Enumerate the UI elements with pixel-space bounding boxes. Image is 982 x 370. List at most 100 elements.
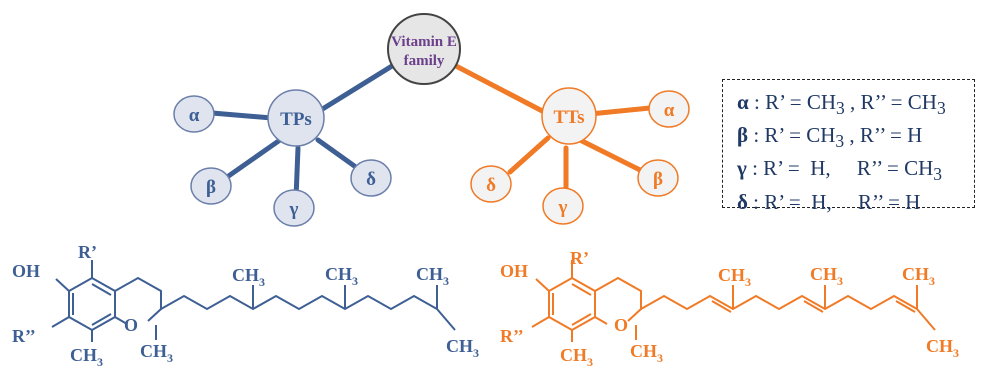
tt-sub-e: 3 (929, 274, 935, 288)
tp-ch-label-e: CH (416, 264, 443, 284)
tocotrienol-labels: OH R’ R’’ O CH3 CH3 CH3 CH3 CH3 CH3 (500, 248, 959, 369)
legend-greek-beta: β (737, 123, 749, 148)
tt-ch-label-d: CH (810, 264, 837, 284)
tp-child-gamma: γ (273, 189, 315, 227)
tt-sub-c: 3 (745, 275, 751, 289)
tp-child-delta: δ (350, 159, 392, 197)
tp-sub-a: 3 (97, 355, 103, 369)
legend-row-delta: δ : R’ = H, R’’ = H (737, 189, 974, 216)
tt-ch-label-a: CH (560, 345, 587, 365)
tp-chromane-ring (114, 276, 162, 322)
svg-text:CH3: CH3 (232, 265, 265, 289)
tt-child-beta-label: β (653, 169, 663, 190)
tp-ch-label-c: CH (232, 265, 259, 285)
svg-text:CH3: CH3 (926, 336, 959, 360)
tt-child-alpha: α (648, 90, 690, 128)
svg-text:CH3: CH3 (325, 264, 358, 288)
legend-row-beta: β : R’ = CH3 , R’’ = H (737, 122, 974, 155)
legend-text-beta-a: : R’ = CH (748, 123, 836, 148)
edge-tp-alpha (209, 110, 275, 121)
tt-child-alpha-label: α (664, 100, 675, 121)
tocopherol-structure (51, 260, 456, 342)
tp-sub-c: 3 (259, 275, 265, 289)
tt-ch-label-b: CH (630, 341, 657, 361)
svg-text:CH3: CH3 (630, 341, 663, 365)
tt-child-gamma: γ (542, 187, 584, 225)
tt-edges (453, 63, 653, 195)
tt-o-label: O (614, 315, 628, 335)
root-node: Vitamin E family (387, 13, 461, 85)
tt-oh-label: OH (500, 261, 528, 281)
tp-tail (160, 294, 438, 311)
tp-ch-label-b: CH (140, 341, 167, 361)
legend-text-delta-a: : R’ = H, R’’ = H (747, 189, 921, 214)
tp-ch-label-f: CH (446, 336, 473, 356)
tp-node: TPs (267, 89, 325, 147)
tp-sub-b: 3 (167, 351, 173, 365)
svg-text:CH3: CH3 (70, 345, 103, 369)
tt-sub-a: 3 (587, 355, 593, 369)
tp-child-alpha: α (173, 95, 215, 133)
tp-sub-f: 3 (473, 346, 479, 360)
edge-tt-delta (507, 135, 551, 175)
tp-r2-label: R’’ (12, 326, 36, 346)
svg-text:CH3: CH3 (718, 265, 751, 289)
tp-ch-label-d: CH (325, 264, 352, 284)
tt-node: TTs (541, 87, 597, 145)
tp-r1-label: R’ (78, 242, 97, 262)
svg-text:CH3: CH3 (902, 264, 935, 288)
tp-label: TPs (280, 109, 312, 130)
edge-root-tt (453, 63, 551, 117)
substituent-legend: α : R’ = CH3 , R’’ = CH3 β : R’ = CH3 , … (722, 79, 975, 214)
tt-r2-label: R’’ (500, 326, 524, 346)
tp-child-delta-label: δ (366, 169, 376, 190)
tp-o-label: O (124, 315, 138, 335)
root-label-line1: Vitamin E (391, 34, 457, 50)
tt-ch-label-c: CH (718, 265, 745, 285)
edge-tt-alpha (587, 105, 653, 117)
tt-ch-label-f: CH (926, 336, 953, 356)
edge-tp-delta (315, 137, 363, 173)
tt-aromatic-ring (548, 276, 596, 332)
tp-oh-label: OH (12, 261, 40, 281)
legend-greek-alpha: α (737, 90, 749, 114)
tt-r1-label: R’ (570, 248, 589, 268)
tocopherol-labels: OH R’ R’’ O CH3 CH3 CH3 CH3 CH3 CH3 (12, 242, 479, 369)
tp-aromatic-ring (68, 276, 116, 332)
legend-greek-delta: δ (737, 189, 748, 214)
tp-sub-d: 3 (352, 274, 358, 288)
tt-ch-label-e: CH (902, 264, 929, 284)
root-label-line2: family (404, 53, 445, 69)
legend-text-alpha-a: : R’ = CH (748, 90, 837, 114)
legend-text-beta-b: , R’’ = H (844, 123, 923, 148)
svg-text:CH3: CH3 (810, 264, 843, 288)
tt-child-gamma-label: γ (558, 197, 568, 218)
tt-sub-b: 3 (657, 351, 663, 365)
tt-sub-f: 3 (953, 346, 959, 360)
legend-sub-beta-a: 3 (835, 131, 845, 152)
legend-text-gamma-a: : R’ = H, R’’ = CH (746, 156, 934, 181)
tp-child-gamma-label: γ (289, 199, 299, 220)
legend-sub-alpha-b: 3 (936, 98, 946, 119)
legend-sub-alpha-a: 3 (836, 98, 845, 119)
tp-child-alpha-label: α (189, 105, 200, 126)
tp-child-beta: β (190, 167, 232, 205)
tt-label: TTs (554, 107, 585, 128)
tt-child-delta: δ (470, 165, 512, 203)
svg-text:CH3: CH3 (416, 264, 449, 288)
svg-text:CH3: CH3 (560, 345, 593, 369)
tt-child-delta-label: δ (486, 175, 496, 196)
tt-chromane-ring (594, 276, 642, 322)
tp-ch-label-a: CH (70, 345, 97, 365)
svg-text:CH3: CH3 (446, 336, 479, 360)
svg-text:CH3: CH3 (140, 341, 173, 365)
tt-sub-d: 3 (837, 274, 843, 288)
edge-tp-beta (217, 137, 283, 185)
legend-row-gamma: γ : R’ = H, R’’ = CH3 (737, 155, 974, 188)
tp-child-beta-label: β (206, 177, 216, 198)
tt-tail (640, 294, 918, 311)
legend-text-alpha-b: , R’’ = CH (844, 90, 937, 114)
edge-tt-beta (577, 137, 643, 173)
tt-child-beta: β (637, 159, 679, 197)
